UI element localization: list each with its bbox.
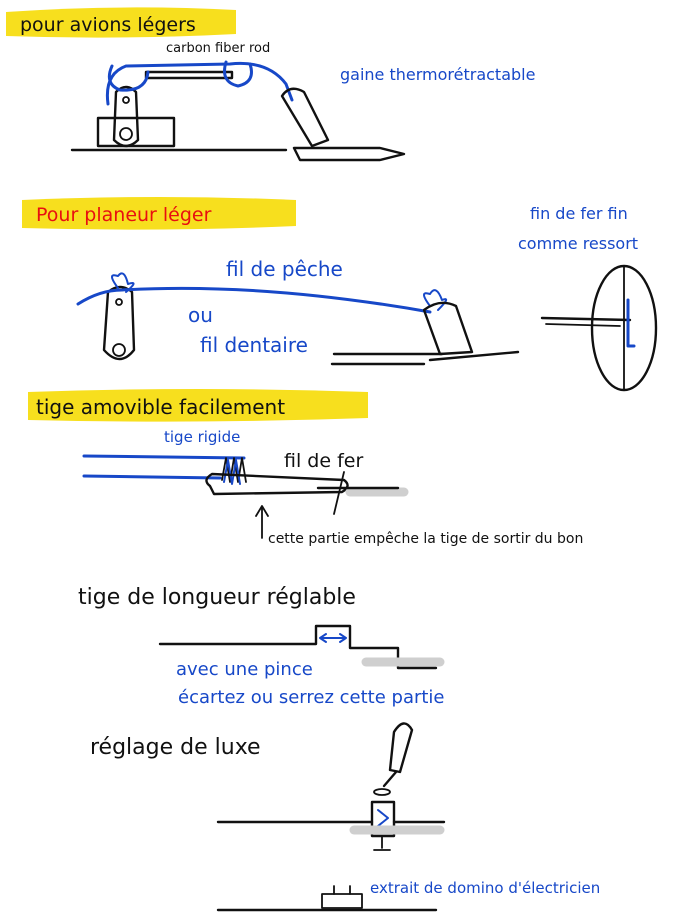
rigid-rod: [82, 454, 246, 460]
section-deluxe: réglage de luxe extrait de domino d'élec…: [90, 722, 600, 912]
section-light-planes: pour avions légers carbon fiber rod gain…: [6, 7, 535, 162]
title-deluxe: réglage de luxe: [90, 735, 261, 760]
title-highlight: [22, 197, 296, 230]
label-thin-wire-2: comme ressort: [518, 234, 638, 253]
title-highlight: [6, 7, 236, 38]
stopper-tick: [333, 471, 345, 515]
wire-winding-blue: [223, 459, 241, 485]
label-carbon-rod: carbon fiber rod: [166, 41, 270, 56]
title-removable-rod: tige amovible facilement: [36, 395, 285, 419]
screwdriver-shaft: [382, 770, 398, 788]
servo-arm-hole: [122, 96, 130, 104]
title-highlight: [28, 389, 368, 422]
rigid-rod-lower: [82, 474, 222, 480]
heat-shrink-right: [223, 60, 253, 88]
screw-head: [373, 788, 391, 796]
label-or: ou: [188, 303, 213, 327]
section-light-glider: Pour planeur léger fil de pêche ou fil d…: [22, 197, 658, 392]
carbon-rod: [144, 70, 234, 80]
servo-screw: [119, 127, 133, 141]
label-rigid-rod: tige rigide: [164, 428, 240, 446]
servo-arm: [102, 285, 136, 361]
domino-screws: [333, 885, 351, 895]
label-heat-shrink: gaine thermorétractable: [340, 65, 535, 84]
heat-shrink-left: [107, 64, 150, 92]
title-light-planes: pour avions légers: [20, 14, 196, 36]
control-horn: [422, 301, 474, 356]
servo-arm: [112, 85, 140, 148]
label-iron-wire: fil de fer: [284, 450, 363, 472]
label-note: cette partie empêche la tige de sortir d…: [268, 531, 583, 547]
label-thin-wire-1: fin de fer fin: [530, 204, 628, 223]
knot-left: [111, 272, 135, 293]
wire-winding: [221, 457, 247, 483]
fishing-line: [76, 286, 432, 314]
knot-right: [423, 289, 448, 311]
label-pliers-1: avec une pince: [176, 659, 313, 680]
note-arrow: [255, 505, 269, 539]
wire-rod-lower: [545, 323, 621, 327]
control-surface-line: [428, 350, 520, 362]
bottom-screw: [373, 835, 391, 851]
iron-wire-loop: [205, 472, 349, 496]
servo-arm-hole: [115, 298, 123, 306]
label-fishing-line: fil de pêche: [226, 257, 343, 281]
wire-rod: [540, 316, 632, 322]
section-removable-rod: tige amovible facilement tige rigide fil…: [28, 389, 583, 547]
spring-wire: [626, 298, 636, 348]
terminal-block: [370, 800, 396, 838]
section-adjustable-rod: tige de longueur réglable avec une pince…: [78, 585, 445, 708]
title-light-glider: Pour planeur léger: [36, 204, 212, 226]
pushrod-wire: [105, 61, 294, 106]
servo-screw: [112, 343, 126, 357]
label-dental-floss: fil dentaire: [200, 333, 308, 357]
domino-small: [321, 893, 363, 909]
title-adjustable-rod: tige de longueur réglable: [78, 585, 356, 610]
terminal-contact: [377, 809, 389, 827]
control-horn: [280, 87, 330, 148]
screwdriver-handle: [388, 722, 414, 774]
adjust-arrow: [319, 633, 347, 643]
label-domino: extrait de domino d'électricien: [370, 879, 600, 897]
label-pliers-2: écartez ou serrez cette partie: [178, 687, 445, 708]
control-surface: [292, 146, 406, 162]
